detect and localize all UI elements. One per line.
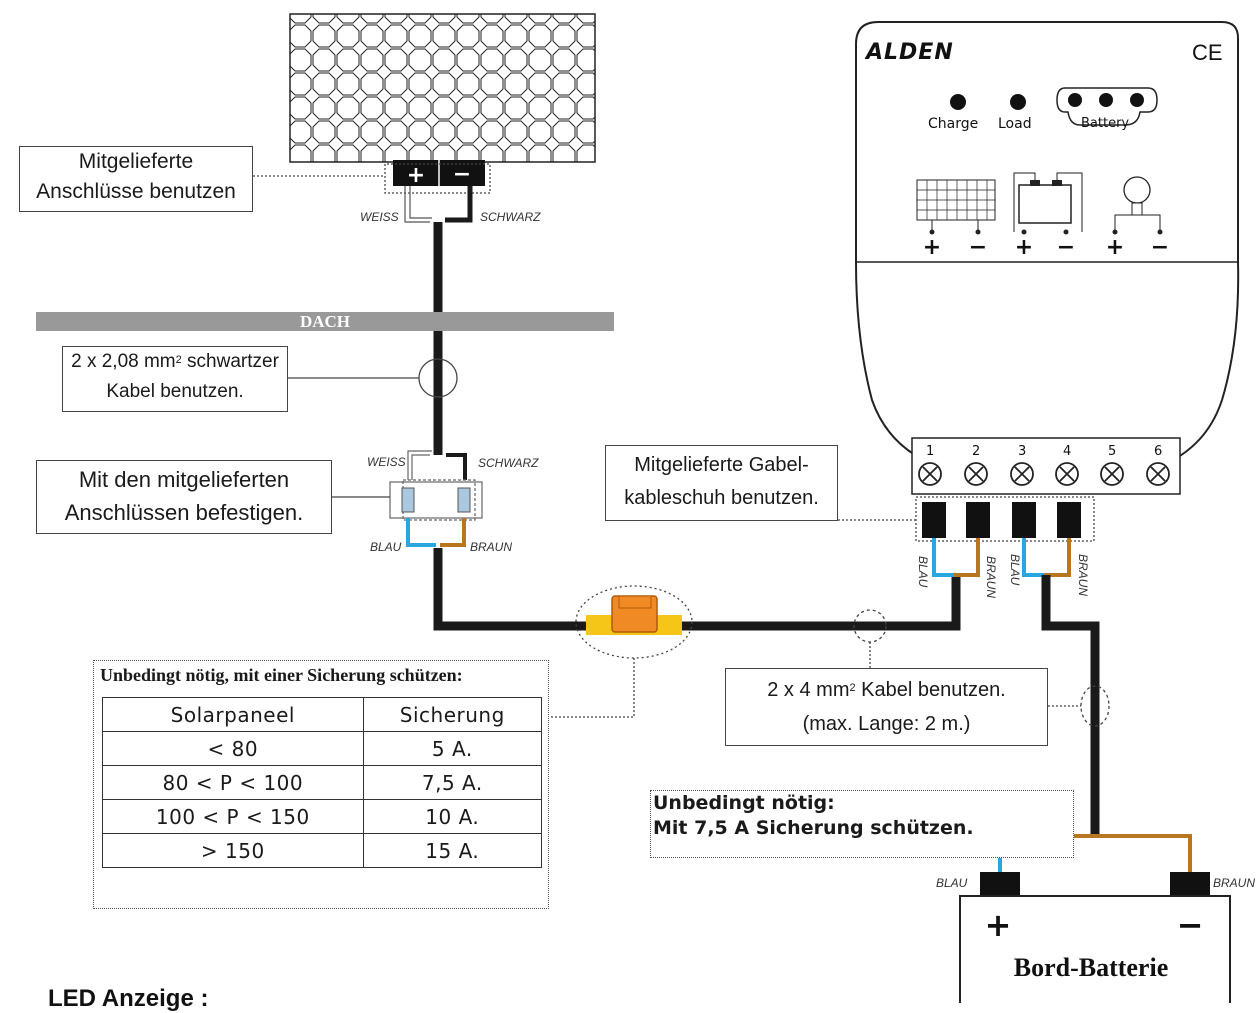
table-row: 80 < P < 100 7,5 A. <box>102 765 543 800</box>
battery-cable <box>1041 575 1100 836</box>
cell-fuse: 10 A. <box>362 799 543 834</box>
led-load-label: Load <box>998 116 1032 132</box>
callout-cable4-line1: 2 x 4 mm2 Kabel benutzen. <box>726 673 1047 707</box>
table-row: > 150 15 A. <box>102 833 543 868</box>
cell-power: 100 < P < 150 <box>102 799 364 834</box>
label-blau-ctrl2: BLAU <box>1008 554 1022 586</box>
terminal-3: 3 <box>1018 444 1027 459</box>
callout-cable: 2 x 2,08 mm2 schwartzer Kabel benutzen. <box>62 346 288 412</box>
label-blau-batt: BLAU <box>936 876 968 890</box>
led-battery-label: Battery <box>1081 116 1130 131</box>
battery-plus: + <box>985 906 1012 944</box>
ctrl-load-minus: − <box>1151 235 1169 260</box>
ctrl-solar-plus: + <box>923 235 941 260</box>
cell-power: < 80 <box>102 731 364 766</box>
callout-connectors-line1: Mitgelieferte <box>78 150 194 173</box>
label-blau-ctrl1: BLAU <box>916 556 930 588</box>
ce-mark: CE <box>1192 40 1223 65</box>
cell-power: > 150 <box>102 833 364 868</box>
mid-connector <box>389 450 483 547</box>
fork-terminals <box>915 496 1095 577</box>
charge-controller <box>855 21 1240 495</box>
callout-fork-line2: kableschuh benutzen. <box>624 487 819 509</box>
callout-fork-line1: Mitgelieferte Gabel- <box>634 454 809 476</box>
cell-power: 80 < P < 100 <box>102 765 364 800</box>
panel-wires <box>404 186 473 455</box>
callout-attach-line1: Mit den mitgelieferten <box>78 467 290 492</box>
cell-fuse: 5 A. <box>362 731 543 766</box>
ctrl-batt-plus: + <box>1015 235 1033 260</box>
callout-fork: Mitgelieferte Gabel- kableschuh benutzen… <box>605 445 838 521</box>
brand-logo: ALDEN <box>866 40 954 65</box>
cable4-sup: 2 <box>849 682 856 694</box>
callout-connectors-line2: Anschlüsse benutzen <box>36 180 236 203</box>
table-row: 100 < P < 150 10 A. <box>102 799 543 834</box>
label-braun-mid: BRAUN <box>470 540 513 554</box>
cell-fuse: 7,5 A. <box>362 765 543 800</box>
callout-cable-line1: 2 x 2,08 mm2 schwartzer <box>63 347 287 377</box>
fuse-table-title: Unbedingt nötig, mit einer Sicherung sch… <box>100 665 463 685</box>
callout-cable4-line2: (max. Lange: 2 m.) <box>802 713 971 735</box>
battery-fuse-warning: Unbedingt nötig: Mit 7,5 A Sicherung sch… <box>650 790 1074 858</box>
terminal-2: 2 <box>972 444 981 459</box>
label-braun-ctrl2: BRAUN <box>1076 554 1090 597</box>
label-schwarz-top: SCHWARZ <box>480 210 541 224</box>
leader-fuse-table <box>549 658 635 718</box>
cable-line1-post: schwartzer <box>181 351 279 372</box>
table-header-row: Solarpaneel Sicherung <box>102 697 543 732</box>
led-charge-label: Charge <box>928 116 979 132</box>
panel-minus-symbol: − <box>453 162 471 187</box>
header-solarpaneel: Solarpaneel <box>102 697 364 732</box>
label-braun-batt: BRAUN <box>1213 876 1256 890</box>
solar-panel <box>289 13 596 186</box>
ctrl-solar-minus: − <box>969 235 987 260</box>
panel-plus-symbol: + <box>407 163 425 188</box>
terminal-5: 5 <box>1108 444 1117 459</box>
label-weiss-mid: WEISS <box>367 455 406 469</box>
roof-bar: DACH <box>36 312 614 331</box>
ctrl-load-plus: + <box>1106 235 1124 260</box>
fuse-table-panel: Unbedingt nötig, mit einer Sicherung sch… <box>93 660 549 909</box>
cable4-pre: 2 x 4 mm <box>767 679 850 701</box>
battery-label: Bord-Batterie <box>1013 953 1169 982</box>
callout-attach: Mit den mitgelieferten Anschlüssen befes… <box>36 460 332 534</box>
terminal-6: 6 <box>1154 444 1163 459</box>
callout-attach-line2: Anschlüssen befestigen. <box>64 500 304 525</box>
callout-connectors: Mitgelieferte Anschlüsse benutzen <box>19 146 253 212</box>
terminal-4: 4 <box>1063 444 1072 459</box>
table-row: < 80 5 A. <box>102 731 543 766</box>
label-blau-mid: BLAU <box>370 540 402 554</box>
callout-cable-line2: Kabel benutzen. <box>106 381 244 402</box>
bord-battery <box>959 872 1231 1003</box>
header-sicherung: Sicherung <box>362 697 543 732</box>
ctrl-batt-minus: − <box>1057 235 1075 260</box>
label-braun-ctrl1: BRAUN <box>984 556 998 599</box>
cable4-post: Kabel benutzen. <box>855 679 1006 701</box>
cable4-marker-2 <box>1080 685 1110 727</box>
label-schwarz-mid: SCHWARZ <box>478 456 539 470</box>
cable-line1-sup: 2 <box>175 354 182 366</box>
main-cable <box>433 548 961 631</box>
label-weiss-top: WEISS <box>360 210 399 224</box>
leader-connectors <box>253 163 491 194</box>
led-display-heading: LED Anzeige : <box>48 985 209 1012</box>
terminal-screws <box>918 462 1170 486</box>
cable-line1-pre: 2 x 2,08 mm <box>71 351 176 372</box>
battery-minus: − <box>1177 906 1204 944</box>
callout-cable4: 2 x 4 mm2 Kabel benutzen. (max. Lange: 2… <box>725 668 1048 746</box>
cell-fuse: 15 A. <box>362 833 543 868</box>
battery-fuse-line2: Mit 7,5 A Sicherung schützen. <box>653 817 974 839</box>
fuse-table: Solarpaneel Sicherung < 80 5 A. 80 < P <… <box>102 697 543 868</box>
battery-fuse-line1: Unbedingt nötig: <box>653 792 835 814</box>
terminal-1: 1 <box>926 444 935 459</box>
inline-fuse <box>575 585 693 659</box>
